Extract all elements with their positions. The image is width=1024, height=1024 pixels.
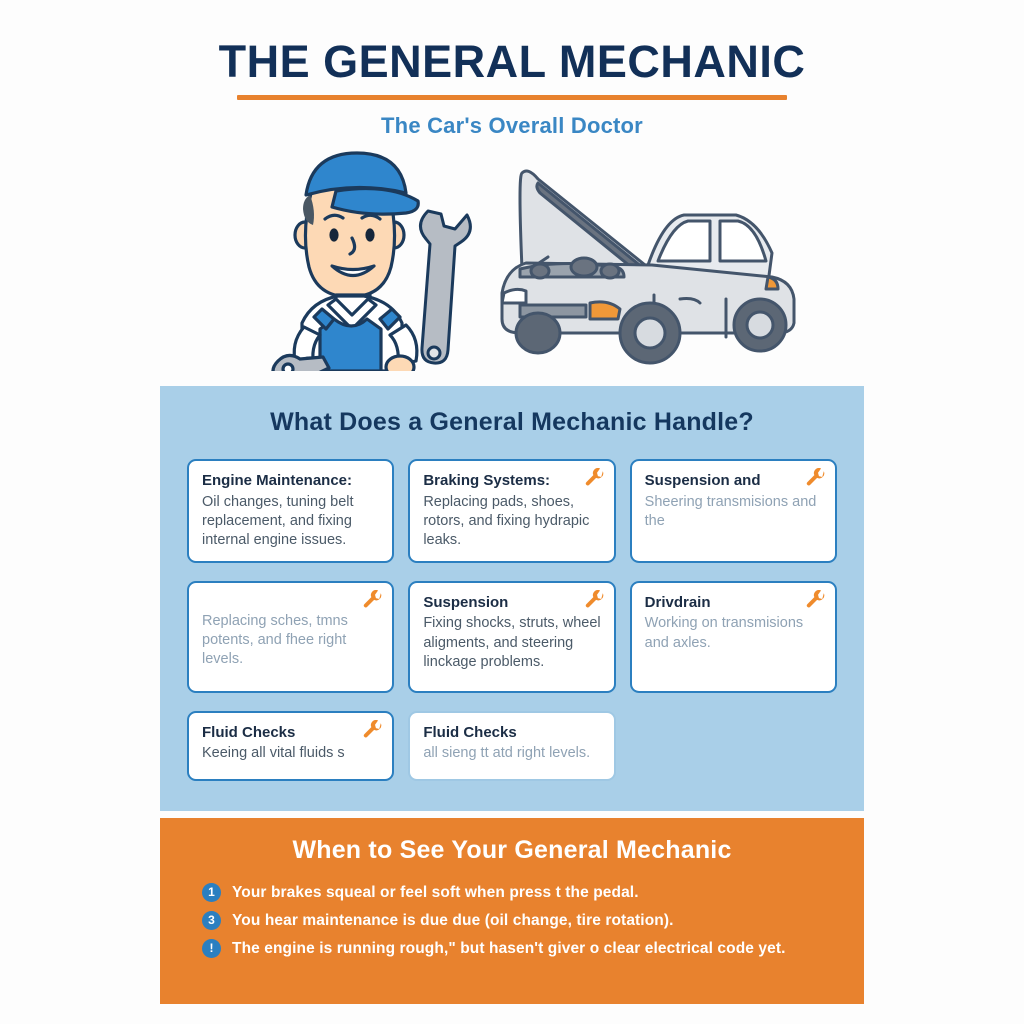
list-item-text: You hear maintenance is due due (oil cha… [232, 911, 674, 929]
service-card-title: Fluid Checks [202, 723, 296, 741]
service-card[interactable]: Fluid Checks Keeing all vital fluids s [187, 710, 395, 781]
service-card[interactable]: Fluid Checks all sieng tt atd right leve… [408, 710, 616, 781]
wrench-icon [806, 589, 825, 607]
warning-signs-list: 1 Your brakes squeal or feel soft when p… [202, 883, 864, 958]
hero-illustration [0, 143, 1024, 373]
service-card[interactable]: Drivdrain Working on transmisions and ax… [629, 580, 837, 693]
services-panel: What Does a General Mechanic Handle? Eng… [160, 386, 864, 811]
service-card-body: Oil changes, tuning belt replacement, an… [202, 493, 354, 549]
service-card[interactable]: Engine Maintenance: Oil changes, tuning … [187, 459, 395, 563]
large-wrench-icon [419, 209, 472, 365]
service-card-title: Drivdrain [644, 593, 711, 611]
service-card-title: Braking Systems: [423, 472, 551, 489]
service-card-title: Suspension and [644, 472, 761, 489]
when-to-see-panel: When to See Your General Mechanic 1 Your… [160, 818, 864, 1004]
service-card-title: Suspension [423, 593, 509, 611]
list-badge-icon: 1 [202, 883, 221, 902]
wrench-icon [585, 589, 603, 607]
service-card[interactable]: Braking Systems: Replacing pads, shoes, … [408, 459, 616, 563]
page-title: THE GENERAL MECHANIC [218, 36, 806, 87]
service-card-body: Replacing pads, shoes, rotors, and fixin… [423, 493, 590, 549]
service-card-body: Working on transmisions and axles. [644, 615, 804, 651]
service-card-body: Replacing sches, tmns potents, and fhee … [202, 612, 348, 668]
mechanic-illustration [271, 151, 420, 372]
list-item: 3 You hear maintenance is due due (oil c… [202, 911, 864, 930]
service-card-title: Engine Maintenance: [202, 472, 353, 489]
service-card-body: all sieng tt atd right levels. [423, 745, 591, 762]
services-heading: What Does a General Mechanic Handle? [270, 408, 754, 436]
service-card-body: Keeing all vital fluids s [202, 745, 345, 762]
services-card-grid: Engine Maintenance: Oil changes, tuning … [187, 459, 837, 781]
when-to-see-heading: When to See Your General Mechanic [292, 836, 732, 864]
service-card-title: Fluid Checks [423, 723, 517, 741]
list-item: 1 Your brakes squeal or feel soft when p… [202, 883, 864, 902]
poster-header: THE GENERAL MECHANIC The Car's Overall D… [0, 0, 1024, 139]
alert-badge-icon: ! [202, 939, 221, 958]
list-item-text: The engine is running rough," but hasen'… [232, 939, 786, 957]
wrench-icon [806, 468, 825, 486]
list-item-text: Your brakes squeal or feel soft when pre… [232, 883, 639, 901]
title-divider [237, 95, 787, 101]
page-subtitle: The Car's Overall Doctor [381, 113, 643, 139]
service-card[interactable]: Replacing sches, tmns potents, and fhee … [187, 580, 395, 693]
list-badge-icon: 3 [202, 911, 221, 930]
service-card-body: Sheering transmisions and the [644, 493, 817, 530]
wrench-icon [364, 589, 382, 607]
wrench-icon [585, 468, 603, 486]
car-illustration [500, 169, 796, 365]
wrench-icon [364, 719, 382, 737]
list-item: ! The engine is running rough," but hase… [202, 939, 864, 958]
service-card[interactable]: Suspension and Sheering transmisions and… [629, 459, 837, 563]
service-card[interactable]: Suspension Fixing shocks, struts, wheel … [408, 580, 616, 693]
service-card-body: Fixing shocks, struts, wheel aligments, … [423, 615, 601, 670]
